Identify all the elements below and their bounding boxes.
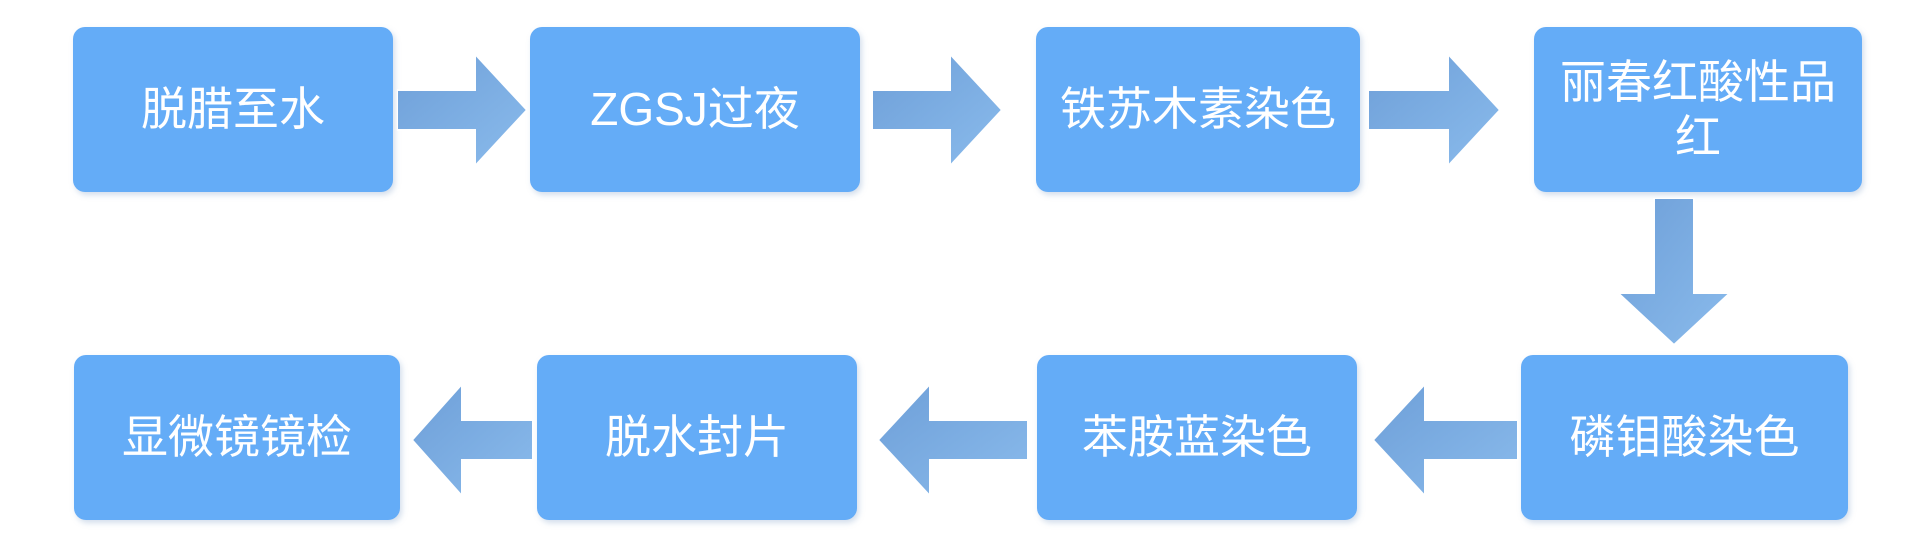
step-box-microscope-examination: 显微镜镜检 bbox=[74, 355, 400, 520]
flow-arrow-right-icon bbox=[872, 54, 1002, 166]
step-box-dewax-to-water: 脱腊至水 bbox=[73, 27, 393, 192]
step-label: 铁苏木素染色 bbox=[1060, 83, 1336, 136]
flow-arrow-left-icon bbox=[1373, 384, 1518, 496]
flow-arrow-left-icon bbox=[878, 384, 1028, 496]
step-label: 苯胺蓝染色 bbox=[1082, 411, 1312, 464]
step-label: 丽春红酸性品红 bbox=[1560, 56, 1836, 163]
step-box-iron-hematoxylin-stain: 铁苏木素染色 bbox=[1036, 27, 1360, 192]
step-box-aniline-blue-stain: 苯胺蓝染色 bbox=[1037, 355, 1357, 520]
flow-arrow-down-icon bbox=[1618, 198, 1730, 345]
step-label: 脱水封片 bbox=[605, 411, 789, 464]
step-label: ZGSJ过夜 bbox=[590, 83, 800, 136]
flow-arrow-right-icon bbox=[1368, 54, 1500, 166]
step-box-phosphomolybdic-acid-stain: 磷钼酸染色 bbox=[1521, 355, 1848, 520]
flow-arrow-right-icon bbox=[397, 54, 527, 166]
step-label: 磷钼酸染色 bbox=[1569, 411, 1800, 464]
step-box-zgsj-overnight: ZGSJ过夜 bbox=[530, 27, 860, 192]
step-label: 脱腊至水 bbox=[141, 83, 325, 136]
step-box-dehydrate-mount: 脱水封片 bbox=[537, 355, 857, 520]
flow-arrow-left-icon bbox=[412, 384, 533, 496]
step-box-ponceau-acid-fuchsin: 丽春红酸性品红 bbox=[1534, 27, 1862, 192]
step-label: 显微镜镜检 bbox=[122, 411, 352, 464]
